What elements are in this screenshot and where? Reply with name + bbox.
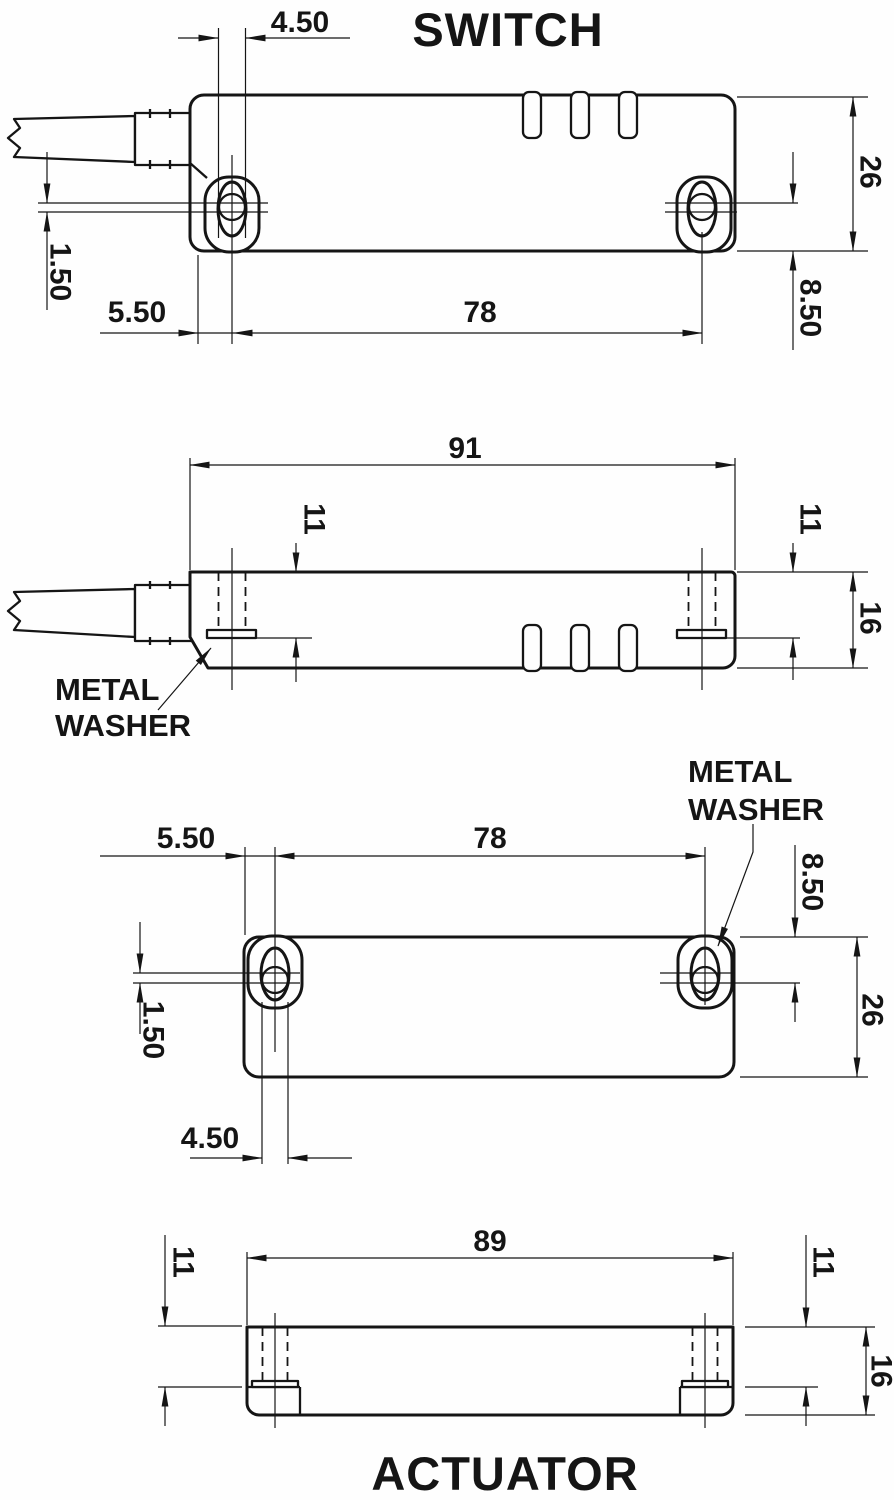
actuator-side-view: 89 11 11 16 ACTUATOR: [158, 1225, 894, 1500]
vent-slot: [569, 623, 591, 673]
hidden-hole-lines: [261, 1327, 719, 1381]
switch-body-outline: [188, 93, 737, 253]
leader-arrow: [717, 824, 754, 947]
dim-slot-offset: 1.50: [137, 1001, 170, 1059]
extension-lines: [38, 28, 868, 344]
dim-hole-to-edge: 8.50: [796, 853, 829, 911]
dim-edge-to-hole: 5.50: [108, 296, 166, 329]
cable-ferrule: [133, 111, 194, 167]
cable-ferrule: [133, 583, 194, 643]
body-chamfer: [189, 162, 208, 179]
dim-depth-right: 11: [794, 503, 827, 535]
metal-washer-label-line1: METAL: [688, 754, 792, 789]
dim-hole-to-edge: 8.50: [794, 279, 827, 337]
dim-body-height: 26: [856, 993, 889, 1026]
vent-slot: [617, 623, 639, 673]
dim-thickness: 16: [854, 601, 887, 634]
vent-slot: [617, 90, 639, 140]
actuator-title: ACTUATOR: [371, 1447, 638, 1500]
dim-body-width: 89: [473, 1225, 506, 1258]
leader-arrow: [157, 647, 212, 711]
dim-hole-spacing: 78: [473, 822, 506, 855]
vent-slot: [521, 623, 543, 673]
switch-side-outline: [188, 570, 737, 670]
switch-top-view: 4.50 1.50 5.50 78 26 8.50 SWITCH: [6, 3, 887, 350]
metal-washer-label-line1: METAL: [55, 672, 159, 707]
metal-washer-label-line2: WASHER: [688, 792, 824, 827]
dim-slot-width: 4.50: [181, 1122, 239, 1155]
dimension-lines: [189, 461, 857, 682]
dim-depth-right: 11: [807, 1246, 840, 1278]
cable: [6, 587, 137, 639]
dim-thickness: 16: [865, 1354, 894, 1387]
ferrule-crimp-ticks: [148, 109, 172, 169]
dimension-lines: [100, 845, 861, 1162]
slot-hole-right: [686, 180, 718, 238]
dim-slot-offset: 1.50: [44, 243, 77, 301]
actuator-top-view: 5.50 78 8.50 26 1.50 4.50 METAL WASHER: [100, 754, 889, 1164]
dimension-lines: [161, 1235, 870, 1426]
dim-slot-width: 4.50: [271, 6, 329, 39]
dim-body-height: 26: [854, 155, 887, 188]
dim-hole-spacing: 78: [463, 296, 496, 329]
dim-body-width: 91: [448, 432, 481, 465]
dimension-lines: [43, 34, 857, 350]
ferrule-crimp-ticks: [148, 581, 172, 645]
metal-washer-label-line2: WASHER: [55, 708, 191, 743]
hidden-hole-lines: [217, 572, 717, 630]
switch-title: SWITCH: [412, 3, 603, 56]
dim-depth-left: 11: [298, 503, 331, 535]
extension-lines: [189, 458, 868, 690]
vent-slot: [569, 90, 591, 140]
actuator-side-outline: [245, 1325, 735, 1417]
switch-side-view: 91 11 11 16 METAL WASHER: [6, 432, 887, 743]
screw-hole-right: [687, 192, 717, 222]
cable: [6, 114, 137, 164]
dim-depth-left: 11: [167, 1246, 200, 1278]
extension-lines: [158, 1252, 875, 1428]
vent-slot: [521, 90, 543, 140]
dim-edge-to-hole: 5.50: [157, 822, 215, 855]
actuator-body-outline: [242, 935, 736, 1079]
vent-slots: [521, 90, 639, 140]
vent-slots: [521, 623, 639, 673]
extension-lines: [133, 847, 868, 1164]
